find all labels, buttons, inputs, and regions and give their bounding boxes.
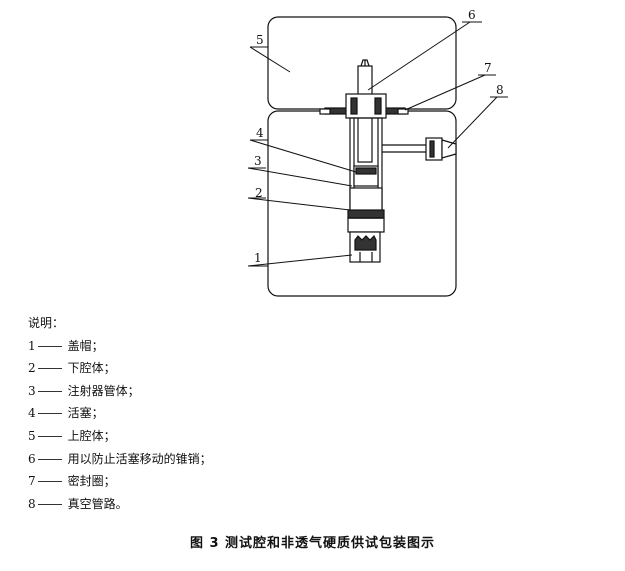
callout-5: 5 xyxy=(256,33,264,47)
test-chamber-diagram: 1 2 3 4 5 6 7 8 xyxy=(247,8,508,297)
callout-8: 8 xyxy=(496,83,504,97)
figure-caption: 图 3 测试腔和非透气硬质供试包装图示 xyxy=(189,536,436,551)
callout-7: 7 xyxy=(484,61,492,75)
callout-1: 1 xyxy=(254,251,262,265)
legend-heading: 说明： xyxy=(28,316,65,330)
callout-6: 6 xyxy=(468,8,476,22)
callout-2: 2 xyxy=(255,186,263,200)
callout-4: 4 xyxy=(256,126,264,140)
callout-3: 3 xyxy=(254,154,262,168)
